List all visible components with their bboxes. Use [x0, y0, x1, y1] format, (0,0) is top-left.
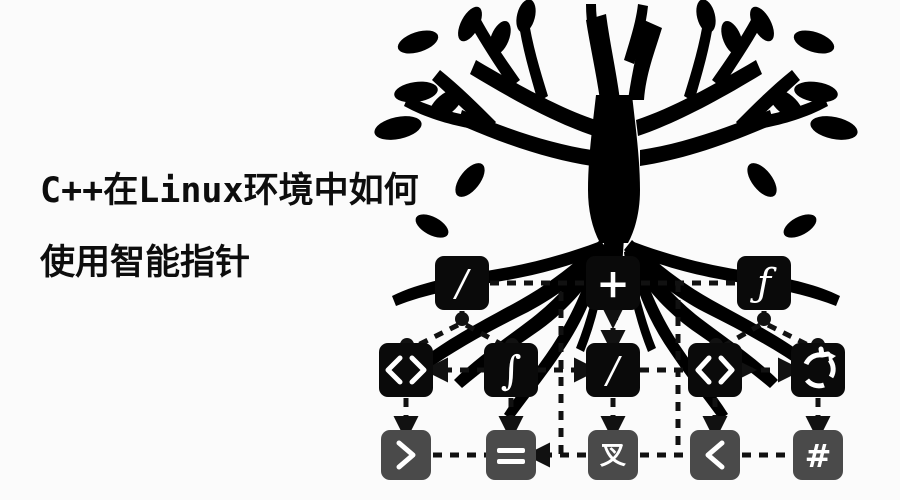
- junction-dot: [455, 312, 469, 326]
- leaf: [769, 89, 803, 119]
- equals-icon: [497, 448, 525, 464]
- tree-trunk: [588, 95, 640, 243]
- branch-left-major: [470, 60, 596, 136]
- junction-dot: [757, 312, 771, 326]
- leaf: [458, 6, 482, 42]
- leaf: [794, 81, 838, 103]
- leaf: [747, 163, 777, 197]
- leaf: [696, 0, 716, 33]
- root-right-1: [624, 240, 814, 372]
- node-code-left[interactable]: [379, 343, 433, 397]
- node-less[interactable]: [690, 430, 740, 480]
- less-than-icon: [705, 440, 725, 470]
- page-title: C++在Linux环境中如何 使用智能指针: [40, 155, 510, 299]
- cjk-glyph-icon: 叉: [599, 441, 626, 471]
- branch-center-twig-1: [586, 4, 606, 64]
- leaf: [394, 81, 438, 103]
- leaf: [750, 6, 774, 42]
- slash-icon: /: [604, 351, 623, 392]
- branch-center-twig-2: [624, 4, 648, 64]
- node-integral[interactable]: ∫: [484, 343, 538, 397]
- leaf: [374, 116, 422, 140]
- circular-arrow-head: [828, 352, 836, 361]
- tree-main-fork-2: [628, 20, 662, 100]
- plus-icon: +: [596, 261, 630, 308]
- diamond-brackets-icon: [695, 355, 735, 385]
- circular-arrows-icon: [803, 346, 836, 389]
- node-plus[interactable]: +: [586, 256, 640, 310]
- node-function[interactable]: ƒ: [737, 256, 791, 310]
- node-divide-top[interactable]: /: [435, 256, 489, 310]
- branch-right-minor-2: [684, 16, 714, 102]
- leaf: [455, 163, 485, 197]
- leaf: [783, 214, 817, 238]
- node-greater[interactable]: [381, 430, 431, 480]
- title-line-2: 使用智能指针: [40, 243, 251, 283]
- title-line-1: C++在Linux环境中如何: [40, 171, 419, 211]
- leaf: [397, 30, 439, 54]
- branch-right-minor-3: [736, 70, 800, 132]
- branch-right-major: [636, 60, 762, 136]
- leaf: [810, 116, 858, 140]
- node-cjk[interactable]: 叉: [588, 430, 638, 480]
- integral-icon: ∫: [501, 348, 522, 394]
- node-equals[interactable]: [486, 430, 536, 480]
- hash-icon: #: [805, 437, 832, 475]
- node-refresh[interactable]: [791, 343, 845, 397]
- node-divide-mid[interactable]: /: [586, 343, 640, 397]
- leaf: [429, 89, 463, 119]
- greater-than-icon: [396, 440, 416, 470]
- node-hash[interactable]: #: [793, 430, 843, 480]
- leaf: [793, 30, 835, 54]
- branch-left-minor-3: [432, 70, 496, 132]
- leaf: [489, 20, 511, 56]
- leaf: [721, 20, 743, 56]
- root-left-1: [418, 240, 608, 372]
- leaf: [415, 214, 449, 238]
- branch-left-minor-2: [518, 16, 548, 102]
- node-code-right[interactable]: [688, 343, 742, 397]
- code-brackets-icon: [385, 355, 427, 385]
- leaf: [516, 0, 536, 33]
- diagram-connectors: [393, 280, 831, 468]
- slash-icon: /: [453, 264, 472, 305]
